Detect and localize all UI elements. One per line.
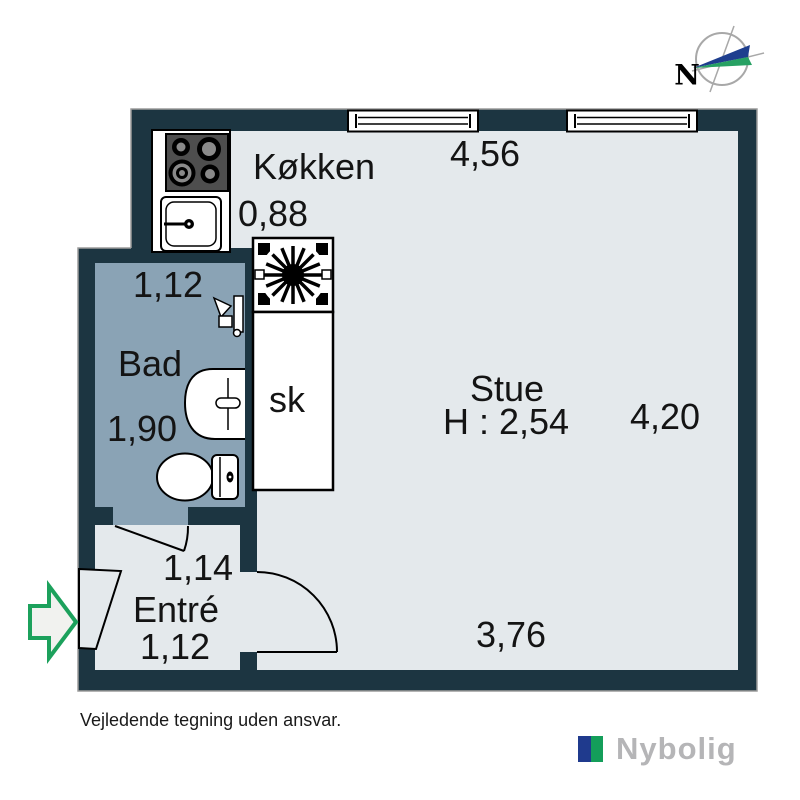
compass-north-label: N xyxy=(674,58,700,92)
entre-stue-wall-stub xyxy=(240,652,257,670)
ventilation-fan-icon xyxy=(251,236,335,314)
window-icon xyxy=(566,109,698,133)
door-swing-bad xyxy=(114,525,190,552)
dim-bad-depth: 1,90 xyxy=(106,408,178,449)
sink-icon xyxy=(160,196,222,252)
stove-icon xyxy=(165,133,229,192)
nybolig-logo: Nybolig xyxy=(578,733,737,764)
room-label-koekken: Køkken xyxy=(252,146,376,187)
compass-rose-icon xyxy=(691,25,765,93)
window-icon xyxy=(347,109,479,133)
washbasin-icon xyxy=(183,368,245,440)
door-swing-entrance xyxy=(78,567,123,651)
shower-mixer-icon xyxy=(212,295,244,338)
disclaimer-text: Vejledende tegning uden ansvar. xyxy=(80,710,342,730)
room-label-sk: sk xyxy=(269,379,305,420)
room-label-entre: Entré xyxy=(132,589,220,630)
floor-bad-threshold xyxy=(113,507,188,525)
doorway-entre-stue xyxy=(240,572,257,652)
dim-stue-ceiling-height: H : 2,54 xyxy=(442,401,570,442)
dim-top-width: 4,56 xyxy=(449,133,521,174)
dim-stue-depth: 4,20 xyxy=(629,396,701,437)
nybolig-logo-icon xyxy=(578,735,603,762)
room-label-bad: Bad xyxy=(117,343,183,384)
room-label-stue: Stue xyxy=(469,368,545,409)
door-swing-stue xyxy=(256,571,338,653)
dim-entre-width-top: 1,14 xyxy=(162,547,234,588)
dim-entre-width-bottom: 1,12 xyxy=(139,626,211,667)
nybolig-logo-text: Nybolig xyxy=(616,731,737,766)
toilet-icon xyxy=(156,452,239,502)
entrance-arrow-icon xyxy=(28,580,79,664)
dim-koekken-depth: 0,88 xyxy=(237,193,309,234)
floor-entre xyxy=(95,525,240,670)
dim-bottom-width: 3,76 xyxy=(475,614,547,655)
closet-sk xyxy=(251,310,335,492)
dim-bad-width: 1,12 xyxy=(132,264,204,305)
entre-stue-wall-stub xyxy=(240,525,257,572)
